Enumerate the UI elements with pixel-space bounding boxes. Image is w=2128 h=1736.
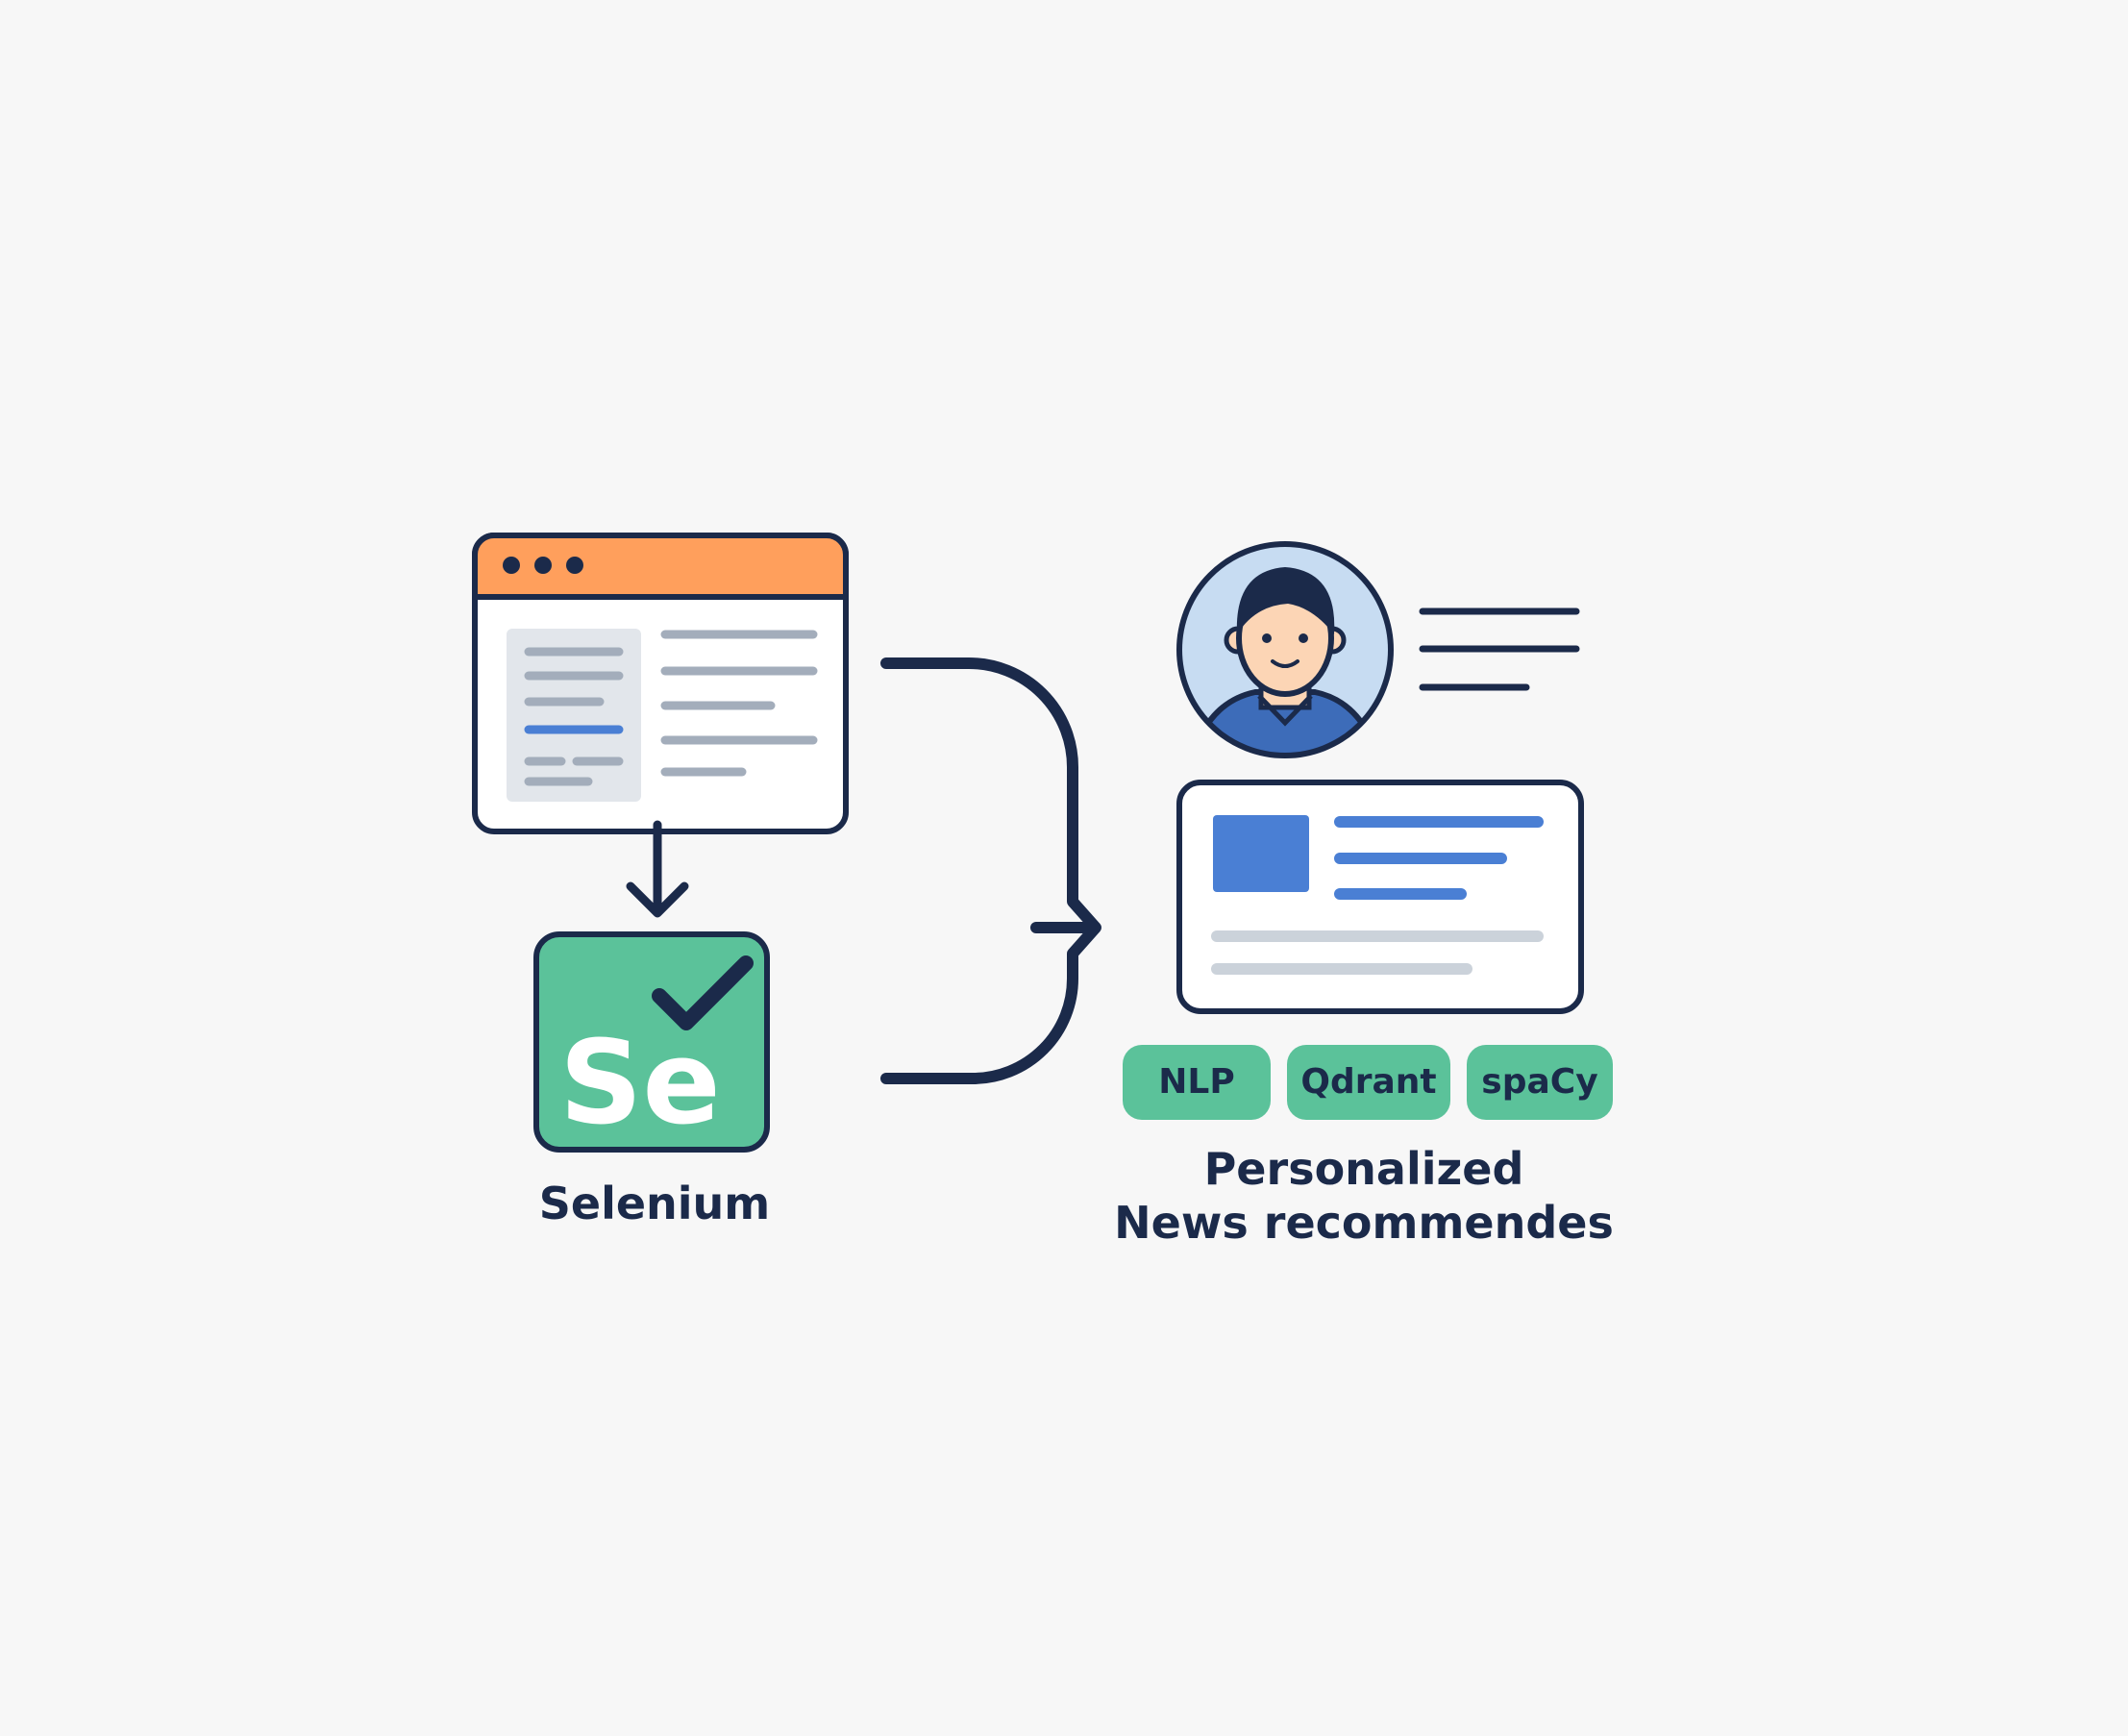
selenium-caption: Selenium	[538, 1178, 771, 1229]
user-avatar-icon	[1176, 541, 1394, 758]
output-title-line-1: Personalized	[1203, 1143, 1524, 1195]
bracket-connector	[880, 657, 1101, 1084]
news-card-lines	[1211, 816, 1544, 975]
selenium-logo-icon: Se	[533, 931, 770, 1153]
news-thumbnail	[1213, 815, 1309, 892]
tag-nlp: NLP	[1123, 1045, 1271, 1120]
window-dot-icon	[503, 557, 520, 574]
profile-text-lines	[1419, 608, 1580, 691]
tag-qdrant: Qdrant	[1287, 1045, 1450, 1120]
news-card-icon	[1176, 780, 1584, 1014]
output-title-line-2: News recommendes	[1114, 1197, 1614, 1249]
browser-window-icon	[472, 533, 849, 834]
checkmark-icon	[652, 955, 754, 1030]
down-arrow-icon	[626, 820, 689, 918]
selenium-logo-text: Se	[559, 1017, 721, 1151]
browser-content-lines	[524, 630, 818, 786]
window-dot-icon	[534, 557, 552, 574]
tag-spacy: spaCy	[1467, 1045, 1613, 1120]
window-dot-icon	[566, 557, 583, 574]
output-title: Personalized News recommendes	[1076, 1142, 1652, 1250]
